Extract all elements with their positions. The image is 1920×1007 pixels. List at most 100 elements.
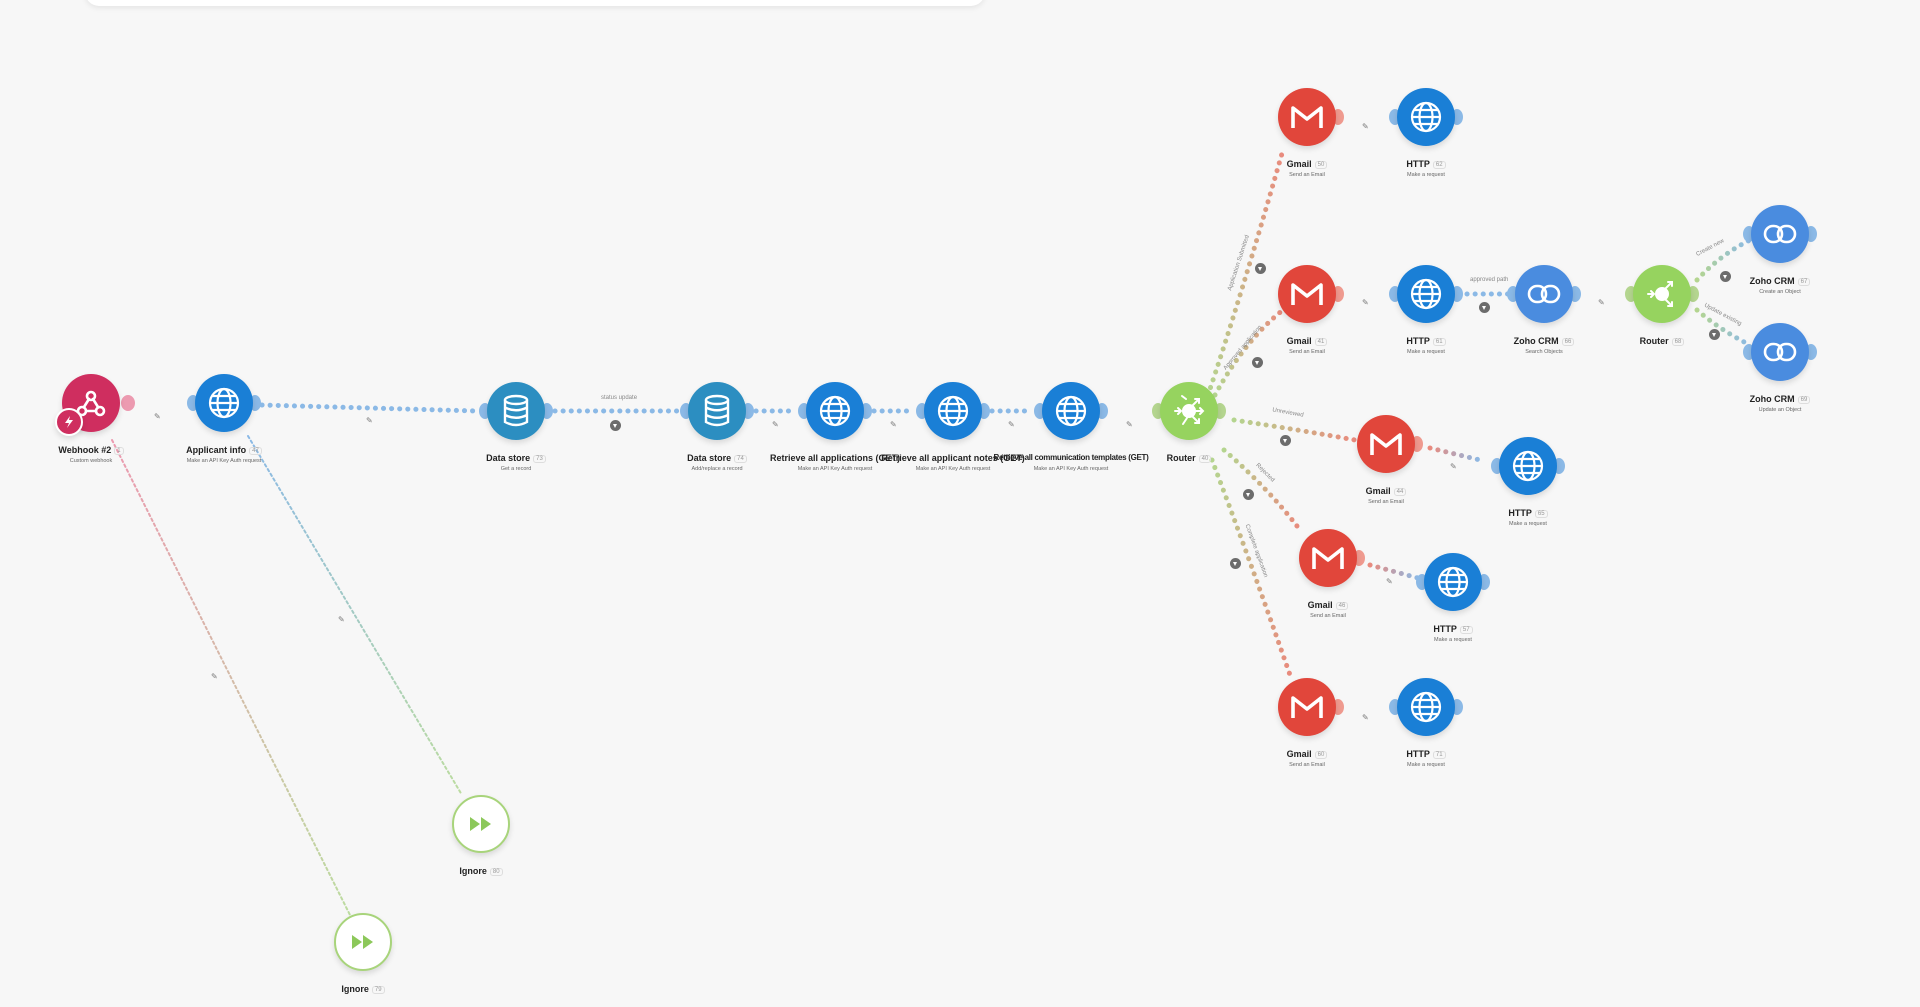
module-label: Data store bbox=[486, 453, 531, 463]
router-icon[interactable] bbox=[1633, 265, 1691, 323]
module-label: Gmail bbox=[1286, 749, 1312, 759]
module-label: HTTP bbox=[1406, 336, 1430, 346]
module-subtitle: Make a request bbox=[1434, 637, 1472, 643]
globe-icon[interactable] bbox=[1397, 265, 1455, 323]
module-subtitle: Make a request bbox=[1407, 762, 1445, 768]
module-label: Router bbox=[1166, 453, 1196, 463]
wrench-icon[interactable]: ✎ bbox=[1598, 298, 1605, 307]
module-label: Applicant info bbox=[186, 445, 247, 455]
edge-label-approved-path: approved path bbox=[1470, 277, 1509, 283]
zoho-link-icon[interactable] bbox=[1751, 205, 1809, 263]
globe-icon[interactable] bbox=[1397, 88, 1455, 146]
wrench-icon[interactable]: ✎ bbox=[338, 615, 345, 624]
filter-icon[interactable] bbox=[1709, 329, 1720, 340]
filter-icon[interactable] bbox=[1720, 271, 1731, 282]
wrench-icon[interactable]: ✎ bbox=[890, 420, 897, 429]
module-id-badge: 66 bbox=[1561, 337, 1575, 346]
module-id-badge: 80 bbox=[489, 867, 503, 876]
module-id-badge: 79 bbox=[371, 985, 385, 994]
globe-icon[interactable] bbox=[1042, 382, 1100, 440]
module-subtitle: Send an Email bbox=[1289, 349, 1325, 355]
module-id-badge: 57 bbox=[1459, 625, 1473, 634]
module-id-badge: 61 bbox=[1432, 337, 1446, 346]
wrench-icon[interactable]: ✎ bbox=[1362, 298, 1369, 307]
module-subtitle: Add/replace a record bbox=[691, 466, 743, 472]
database-icon[interactable] bbox=[487, 382, 545, 440]
globe-icon[interactable] bbox=[1397, 678, 1455, 736]
fast-forward-icon[interactable] bbox=[452, 795, 510, 853]
module-label: Gmail bbox=[1365, 486, 1391, 496]
fast-forward-icon[interactable] bbox=[334, 913, 392, 971]
module-subtitle: Make a request bbox=[1407, 349, 1445, 355]
gmail-icon[interactable] bbox=[1299, 529, 1357, 587]
gmail-icon[interactable] bbox=[1278, 678, 1336, 736]
wrench-icon[interactable]: ✎ bbox=[1362, 122, 1369, 131]
filter-icon[interactable] bbox=[1252, 357, 1263, 368]
module-id-badge: 40 bbox=[1198, 454, 1212, 463]
module-id-badge: 71 bbox=[1432, 750, 1446, 759]
module-label: HTTP bbox=[1406, 749, 1430, 759]
wrench-icon[interactable]: ✎ bbox=[1450, 462, 1457, 471]
module-label: Ignore bbox=[459, 866, 487, 876]
module-label: Retrieve all communication templates (GE… bbox=[993, 453, 1149, 462]
gmail-icon[interactable] bbox=[1278, 88, 1336, 146]
module-label: HTTP bbox=[1508, 508, 1532, 518]
module-label: Webhook #2 bbox=[58, 445, 112, 455]
gmail-icon[interactable] bbox=[1357, 415, 1415, 473]
wrench-icon[interactable]: ✎ bbox=[1386, 577, 1393, 586]
filter-icon[interactable] bbox=[1479, 302, 1490, 313]
module-id-badge: 60 bbox=[1314, 750, 1328, 759]
instant-trigger-icon bbox=[55, 408, 83, 436]
module-subtitle: Custom webhook bbox=[69, 458, 113, 464]
module-label: Retrieve all applications (GET) bbox=[769, 453, 901, 463]
module-id-badge: 44 bbox=[1393, 487, 1407, 496]
module-id-badge: 74 bbox=[734, 454, 747, 463]
globe-icon[interactable] bbox=[1424, 553, 1482, 611]
globe-icon[interactable] bbox=[924, 382, 982, 440]
module-subtitle: Make an API Key Auth request bbox=[915, 466, 991, 472]
globe-icon[interactable] bbox=[195, 374, 253, 432]
globe-icon[interactable] bbox=[1499, 437, 1557, 495]
module-subtitle: Make a request bbox=[1407, 172, 1445, 178]
module-label: Ignore bbox=[341, 984, 369, 994]
module-label: Gmail bbox=[1307, 600, 1333, 610]
module-subtitle: Update an Object bbox=[1758, 407, 1802, 413]
module-subtitle: Make a request bbox=[1509, 521, 1547, 527]
wrench-icon[interactable]: ✎ bbox=[1362, 713, 1369, 722]
module-label: Zoho CRM bbox=[1513, 336, 1559, 346]
module-subtitle: Send an Email bbox=[1368, 499, 1404, 505]
wrench-icon[interactable]: ✎ bbox=[154, 412, 161, 421]
zoho-link-icon[interactable] bbox=[1515, 265, 1573, 323]
filter-icon[interactable] bbox=[610, 420, 621, 431]
zoho-link-icon[interactable] bbox=[1751, 323, 1809, 381]
wrench-icon[interactable]: ✎ bbox=[366, 416, 373, 425]
filter-icon[interactable] bbox=[1255, 263, 1266, 274]
module-id-badge: 73 bbox=[533, 454, 546, 463]
wrench-icon[interactable]: ✎ bbox=[1008, 420, 1015, 429]
module-id-badge: 41 bbox=[1314, 337, 1328, 346]
scenario-toolbar-panel bbox=[85, 0, 985, 6]
router-icon[interactable] bbox=[1160, 382, 1218, 440]
module-label: Zoho CRM bbox=[1749, 394, 1795, 404]
filter-icon[interactable] bbox=[1280, 435, 1291, 446]
filter-icon[interactable] bbox=[1243, 489, 1254, 500]
globe-icon[interactable] bbox=[806, 382, 864, 440]
module-subtitle: Send an Email bbox=[1289, 762, 1325, 768]
module-subtitle: Make an API Key Auth request bbox=[797, 466, 873, 472]
module-subtitle: Search Objects bbox=[1525, 349, 1563, 355]
module-label: Data store bbox=[687, 453, 732, 463]
wrench-icon[interactable]: ✎ bbox=[211, 672, 218, 681]
module-id-badge: 67 bbox=[1797, 277, 1811, 286]
module-id-badge: 46 bbox=[1335, 601, 1349, 610]
gmail-icon[interactable] bbox=[1278, 265, 1336, 323]
database-icon[interactable] bbox=[688, 382, 746, 440]
module-subtitle: Make an API Key Auth request bbox=[186, 458, 262, 464]
module-label: Zoho CRM bbox=[1749, 276, 1795, 286]
wrench-icon[interactable]: ✎ bbox=[1126, 420, 1133, 429]
wrench-icon[interactable]: ✎ bbox=[772, 420, 779, 429]
module-id-badge: 62 bbox=[1432, 160, 1446, 169]
module-id-badge: 65 bbox=[1534, 509, 1548, 518]
module-id-badge: 69 bbox=[1797, 395, 1811, 404]
filter-icon[interactable] bbox=[1230, 558, 1241, 569]
